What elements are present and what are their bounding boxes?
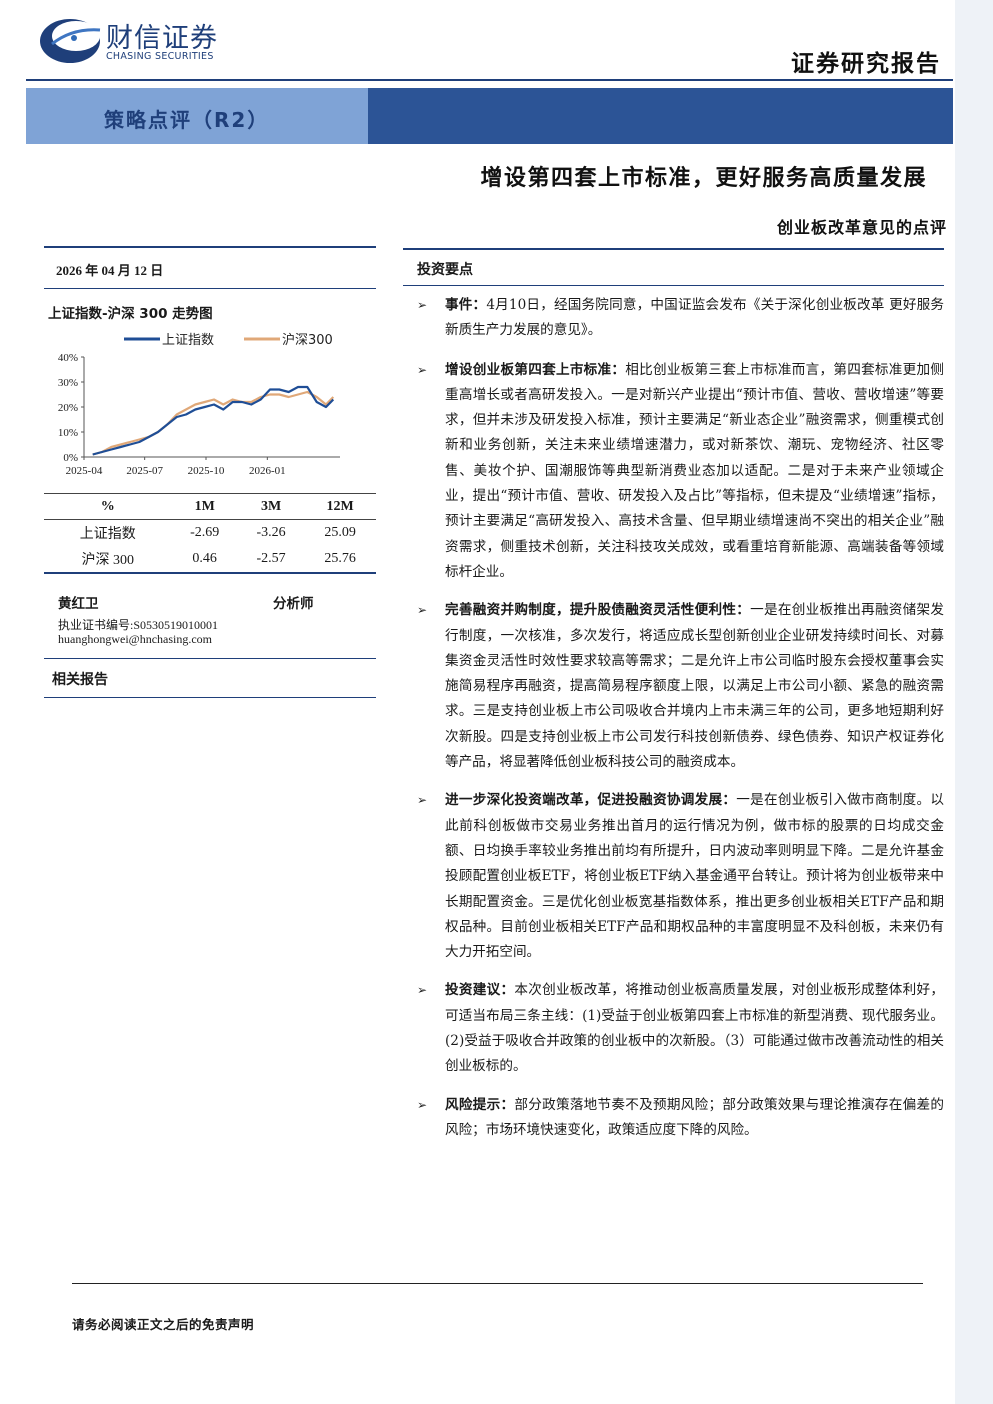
bullet-text: 一是在创业板引入做市商制度。以此前科创板做市交易业务推出首月的运行情况为例，做市… [445, 792, 945, 961]
cell-1m: -2.69 [190, 525, 220, 540]
analyst-certificate: 执业证书编号:S0530519010001 [58, 618, 219, 632]
report-date: 2026 年 04 月 12 日 [56, 263, 164, 278]
y-tick-label: 20% [58, 402, 78, 414]
sidebar-rule [44, 246, 376, 248]
series-line [92, 390, 335, 456]
y-tick-label: 0% [63, 452, 78, 464]
report-type: 证券研究报告 [791, 51, 941, 77]
col-header: % [100, 499, 115, 514]
bullet-text: 本次创业板改革，将推动创业板高质量发展，对创业板形成整体利好，可适当布局三条主线… [445, 982, 944, 1075]
arrow-bullet-icon: ➢ [417, 793, 428, 808]
company-logo [38, 14, 228, 66]
bullet-lead: 增设创业板第四套上市标准： [445, 361, 626, 378]
bullet-text: 一是在创业板推出再融资储架发行制度，一次核准，多次发行，将适应成长型创新创业企业… [445, 602, 945, 771]
analyst-name: 黄红卫 [58, 596, 99, 612]
row-name: 沪深 300 [81, 553, 134, 568]
section-rule [403, 248, 944, 250]
x-tick-label: 2025-07 [126, 465, 163, 477]
analyst-block: 黄红卫 分析师 执业证书编号:S0530519010001 huanghongw… [44, 574, 376, 658]
bullet-text: 相比创业板第三套上市标准而言，第四套标准更加侧重高增长或者高研发投入。一是对新兴… [445, 361, 945, 580]
list-item: ➢ 进一步深化投资端改革，促进投融资协调发展：一是在创业板引入做市商制度。以此前科… [403, 788, 944, 965]
cell-1m: 0.46 [192, 551, 217, 566]
y-tick-label: 40% [58, 352, 78, 364]
table-row: 沪深 300 0.46 -2.57 25.76 [44, 546, 376, 572]
analyst-email: huanghongwei@hnchasing.com [58, 632, 213, 646]
category-banner: 策略点评（R2） [26, 88, 953, 144]
bullet-lead: 风险提示： [445, 1096, 515, 1113]
legend-label: 上证指数 [162, 333, 214, 348]
y-tick-label: 30% [58, 377, 78, 389]
bullet-text: 部分政策落地节奏不及预期风险；部分政策效果与理论推演存在偏差的风险；市场环境快速… [445, 1096, 944, 1138]
left-sidebar: 2026 年 04 月 12 日 上证指数-沪深 300 走势图 40% 30% 2… [44, 246, 376, 698]
cell-12m: 25.76 [324, 551, 356, 566]
series-line [92, 385, 335, 456]
y-tick-label: 10% [58, 427, 78, 439]
page-side-strip [955, 0, 993, 1404]
x-tick-label: 2026-01 [249, 465, 286, 477]
arrow-bullet-icon: ➢ [417, 983, 428, 998]
legend-label: 沪深300 [282, 332, 333, 348]
row-name: 上证指数 [79, 527, 136, 542]
sidebar-rule [44, 697, 376, 698]
bullet-lead: 投资建议： [445, 982, 515, 999]
bullet-lead: 完善融资并购制度，提升股债融资灵活性便利性： [445, 602, 751, 619]
section-title: 投资要点 [417, 262, 473, 278]
key-points-list: ➢ 事件：4月10日，经国务院同意，中国证监会发布《关于深化创业板改革 更好服务新… [403, 293, 944, 1143]
analyst-role: 分析师 [273, 596, 314, 612]
sidebar-rule [44, 658, 376, 659]
list-item: ➢ 风险提示：部分政策落地节奏不及预期风险；部分政策效果与理论推演存在偏差的风险；… [403, 1093, 944, 1144]
list-item: ➢ 完善融资并购制度，提升股债融资灵活性便利性：一是在创业板推出再融资储架发行制度… [403, 598, 944, 775]
trend-chart-svg: 40% 30% 20% 10% 0%2025-04 2025-07 2025-10 2026-… [58, 332, 340, 477]
report-title: 增设第四套上市标准，更好服务高质量发展 [480, 166, 927, 191]
bullet-lead: 进一步深化投资端改革，促进投融资协调发展： [445, 792, 737, 809]
col-header: 12M [326, 499, 354, 514]
table-rule [44, 493, 376, 494]
arrow-bullet-icon: ➢ [417, 1097, 428, 1112]
col-header: 3M [260, 499, 282, 514]
list-item: ➢ 事件：4月10日，经国务院同意，中国证监会发布《关于深化创业板改革 更好服务新… [403, 293, 944, 344]
arrow-bullet-icon: ➢ [417, 298, 428, 312]
performance-table: % 1M 3M 12M 上证指数 -2.69 -3.26 25.09 沪深 30… [44, 494, 376, 572]
related-reports-heading: 相关报告 [52, 672, 108, 688]
cell-12m: 25.09 [324, 525, 356, 540]
table-header-row: % 1M 3M 12M [44, 494, 376, 520]
main-content: 投资要点 ➢ 事件：4月10日，经国务院同意，中国证监会发布《关于深化创业板改革 … [403, 248, 944, 1143]
arrow-bullet-icon: ➢ [417, 362, 428, 377]
header-divider [26, 79, 953, 81]
x-tick-label: 2025-10 [188, 465, 225, 477]
footer-divider [72, 1283, 923, 1284]
cell-3m: -3.26 [256, 525, 286, 540]
list-item: ➢ 投资建议：本次创业板改革，将推动创业板高质量发展，对创业板形成整体利好，可适当… [403, 978, 944, 1079]
report-category: 策略点评（R2） [104, 108, 270, 132]
bullet-text: 4月10日，经国务院同意，中国证监会发布《关于深化创业板改革 更好服务新质生产力… [445, 297, 945, 339]
cell-3m: -2.57 [256, 551, 286, 566]
chart-title: 上证指数-沪深 300 走势图 [48, 306, 213, 322]
bullet-lead: 事件： [445, 297, 487, 313]
x-tick-label: 2025-04 [66, 465, 103, 477]
banner-light-block [26, 88, 368, 144]
list-item: ➢ 增设创业板第四套上市标准：相比创业板第三套上市标准而言，第四套标准更加侧重高增… [403, 358, 944, 586]
section-rule [403, 285, 944, 286]
logo-english-name: CHASING SECURITIES [106, 51, 214, 62]
sidebar-rule [44, 288, 376, 289]
disclaimer-note: 请务必阅读正文之后的免责声明 [72, 1317, 255, 1332]
table-bottom-rule [44, 572, 376, 574]
index-trend-chart: 40% 30% 20% 10% 0%2025-04 2025-07 2025-10 2026-… [44, 323, 376, 493]
col-header: 1M [194, 499, 215, 514]
banner-dark-block [368, 88, 953, 144]
report-subtitle: 创业板改革意见的点评 [776, 218, 947, 237]
logo-mark-icon [40, 19, 101, 63]
logo-name: 财信证券 [106, 23, 218, 54]
arrow-bullet-icon: ➢ [417, 603, 428, 618]
table-row: 上证指数 -2.69 -3.26 25.09 [44, 519, 376, 547]
